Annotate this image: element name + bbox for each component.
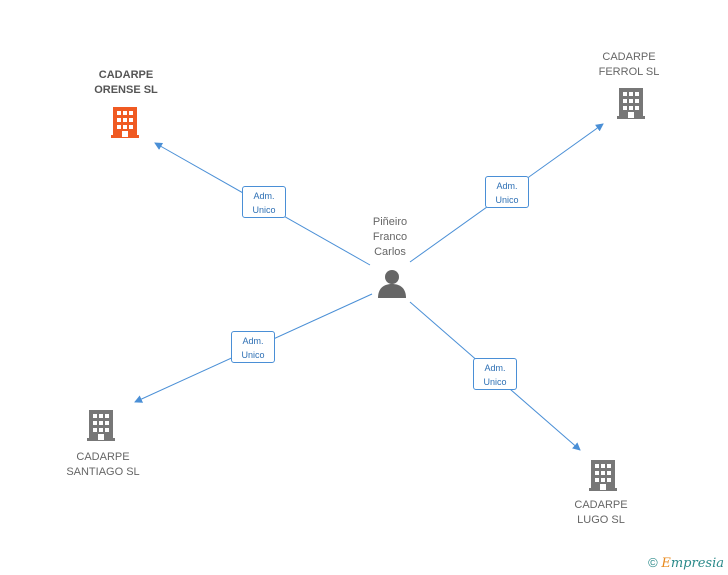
copyright-symbol: © (648, 555, 658, 570)
person-name-line: Piñeiro (372, 216, 408, 228)
company-name-line: CADARPE (602, 51, 656, 63)
company-label-lugo[interactable]: CADARPE LUGO SL (551, 498, 651, 528)
relation-line: Unico (241, 350, 265, 360)
person-name[interactable]: Piñeiro Franco Carlos (360, 215, 420, 260)
company-label-santiago[interactable]: CADARPE SANTIAGO SL (48, 450, 158, 480)
brand-logo: Empresia (661, 556, 724, 571)
relation-line: Unico (495, 195, 519, 205)
company-name-line: ORENSE SL (94, 84, 158, 96)
building-icon[interactable] (589, 460, 617, 491)
relation-label-ferrol[interactable]: Adm. Unico (485, 176, 529, 208)
person-icon[interactable] (378, 270, 406, 298)
relation-line: Adm. (253, 191, 275, 201)
company-label-orense[interactable]: CADARPE ORENSE SL (76, 68, 176, 98)
person-name-line: Carlos (374, 246, 406, 258)
company-name-line: CADARPE (76, 451, 130, 463)
company-name-line: LUGO SL (577, 514, 625, 526)
relation-label-santiago[interactable]: Adm. Unico (231, 331, 275, 363)
building-icon[interactable] (111, 107, 141, 139)
person-name-line: Franco (372, 231, 408, 243)
company-name-line: SANTIAGO SL (66, 466, 140, 478)
relation-label-orense[interactable]: Adm. Unico (242, 186, 286, 218)
relation-line: Adm. (496, 181, 518, 191)
relation-line: Adm. (242, 336, 264, 346)
relation-line: Adm. (484, 363, 506, 373)
relation-label-lugo[interactable]: Adm. Unico (473, 358, 517, 390)
company-name-line: CADARPE (574, 499, 628, 511)
company-name-line: CADARPE (98, 69, 154, 81)
building-icon[interactable] (617, 88, 645, 119)
brand-initial: E (661, 556, 671, 571)
company-label-ferrol[interactable]: CADARPE FERROL SL (579, 50, 679, 80)
relation-line: Unico (252, 205, 276, 215)
relation-line: Unico (483, 377, 507, 387)
empresia-watermark: © Empresia (648, 555, 724, 571)
brand-rest: mpresia (670, 556, 724, 571)
building-icon[interactable] (87, 410, 115, 441)
company-name-line: FERROL SL (598, 66, 660, 78)
